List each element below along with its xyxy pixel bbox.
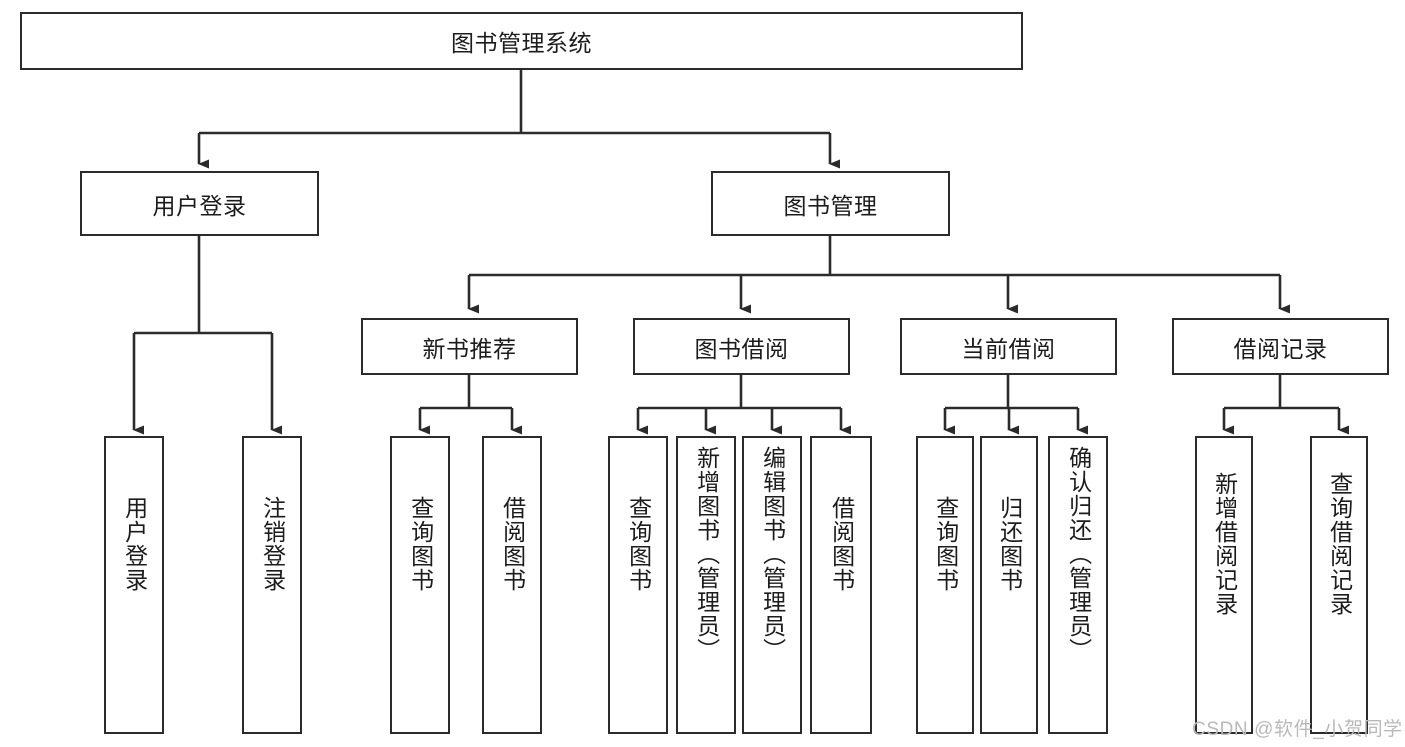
leaf-label: 注销登录 [259, 496, 286, 592]
leaf-label: 归还图书 [996, 496, 1023, 592]
node-label: 用户登录 [152, 192, 247, 219]
leaf-currentborrow-query-book[interactable]: 查询图书 [916, 436, 974, 734]
leaf-label: 查询图书 [625, 496, 652, 592]
leaf-bookborrow-query-book[interactable]: 查询图书 [608, 436, 668, 734]
leaf-newbook-borrow-book[interactable]: 借阅图书 [482, 436, 542, 734]
node-label: 图书借阅 [694, 335, 789, 362]
leaf-label: 用户登录 [121, 496, 148, 592]
leaf-label: 查询借阅记录 [1326, 472, 1353, 616]
node-label: 当前借阅 [961, 335, 1056, 362]
node-book-management[interactable]: 图书管理 [711, 171, 950, 236]
leaf-bookborrow-edit-book[interactable]: 编辑图书（管理员） [742, 436, 802, 734]
node-root-system[interactable]: 图书管理系统 [20, 12, 1023, 70]
leaf-label: 新增图书（管理员） [693, 446, 720, 662]
leaf-borrowrecord-query-record[interactable]: 查询借阅记录 [1310, 436, 1368, 734]
node-label: 新书推荐 [422, 335, 517, 362]
node-book-borrow[interactable]: 图书借阅 [633, 318, 850, 375]
leaf-user-login[interactable]: 用户登录 [104, 436, 164, 734]
leaf-bookborrow-add-book[interactable]: 新增图书（管理员） [676, 436, 736, 734]
leaf-label: 新增借阅记录 [1211, 472, 1238, 616]
watermark-csdn: CSDN @软件_小贺同学 [1192, 714, 1403, 741]
leaf-label: 查询图书 [932, 496, 959, 592]
leaf-logout[interactable]: 注销登录 [242, 436, 302, 734]
leaf-bookborrow-borrow-book[interactable]: 借阅图书 [810, 436, 872, 734]
leaf-label: 借阅图书 [499, 496, 526, 592]
leaf-label: 查询图书 [407, 496, 434, 592]
node-current-borrow[interactable]: 当前借阅 [900, 318, 1117, 375]
leaf-label: 借阅图书 [828, 496, 855, 592]
watermark-text: CSDN @软件_小贺同学 [1192, 719, 1403, 740]
node-borrow-record[interactable]: 借阅记录 [1172, 318, 1389, 375]
node-user-login[interactable]: 用户登录 [80, 171, 319, 236]
leaf-newbook-query-book[interactable]: 查询图书 [390, 436, 450, 734]
node-label: 图书管理系统 [451, 30, 592, 56]
leaf-currentborrow-return-book[interactable]: 归还图书 [980, 436, 1038, 734]
node-new-book-recommend[interactable]: 新书推荐 [361, 318, 578, 375]
node-label: 图书管理 [783, 192, 878, 219]
node-label: 借阅记录 [1233, 335, 1328, 362]
leaf-borrowrecord-add-record[interactable]: 新增借阅记录 [1195, 436, 1253, 734]
leaf-label: 编辑图书（管理员） [759, 446, 786, 662]
leaf-currentborrow-confirm-return[interactable]: 确认归还（管理员） [1048, 436, 1108, 734]
leaf-label: 确认归还（管理员） [1065, 446, 1092, 662]
